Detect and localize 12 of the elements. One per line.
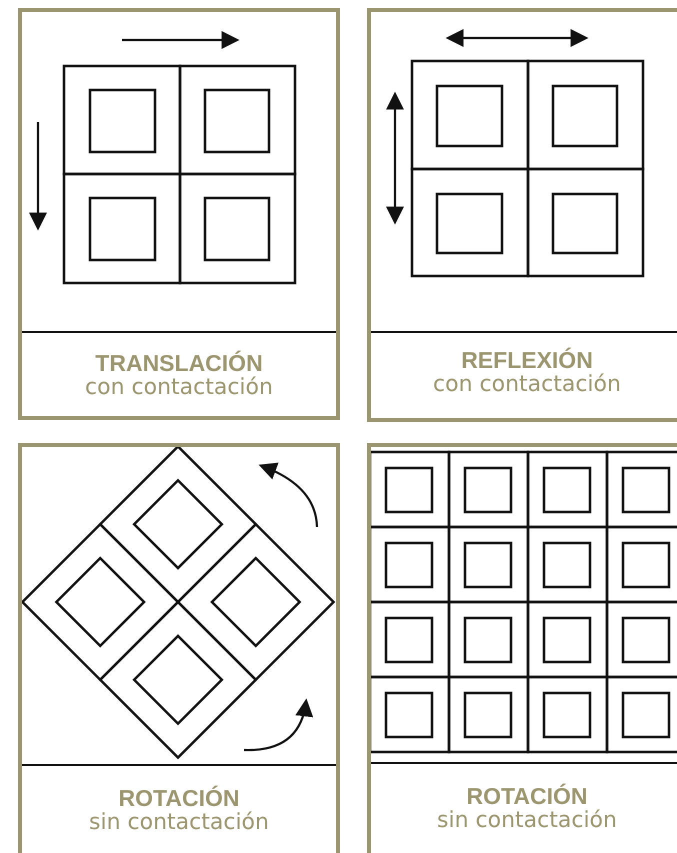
card (367, 8, 677, 422)
card (18, 8, 340, 420)
card (367, 443, 677, 853)
card-title: ROTACIÓN (118, 787, 240, 810)
card-subtitle: con contactación (84, 377, 274, 399)
card-title: ROTACIÓN (466, 785, 588, 808)
card-title: TRANSLACIÓN (94, 352, 264, 375)
card-subtitle: sin contactación (88, 812, 270, 834)
card (18, 443, 340, 853)
card-title: REFLEXIÓN (460, 349, 594, 372)
card-subtitle: sin contactación (436, 810, 618, 832)
card-subtitle: con contactación (432, 374, 622, 396)
